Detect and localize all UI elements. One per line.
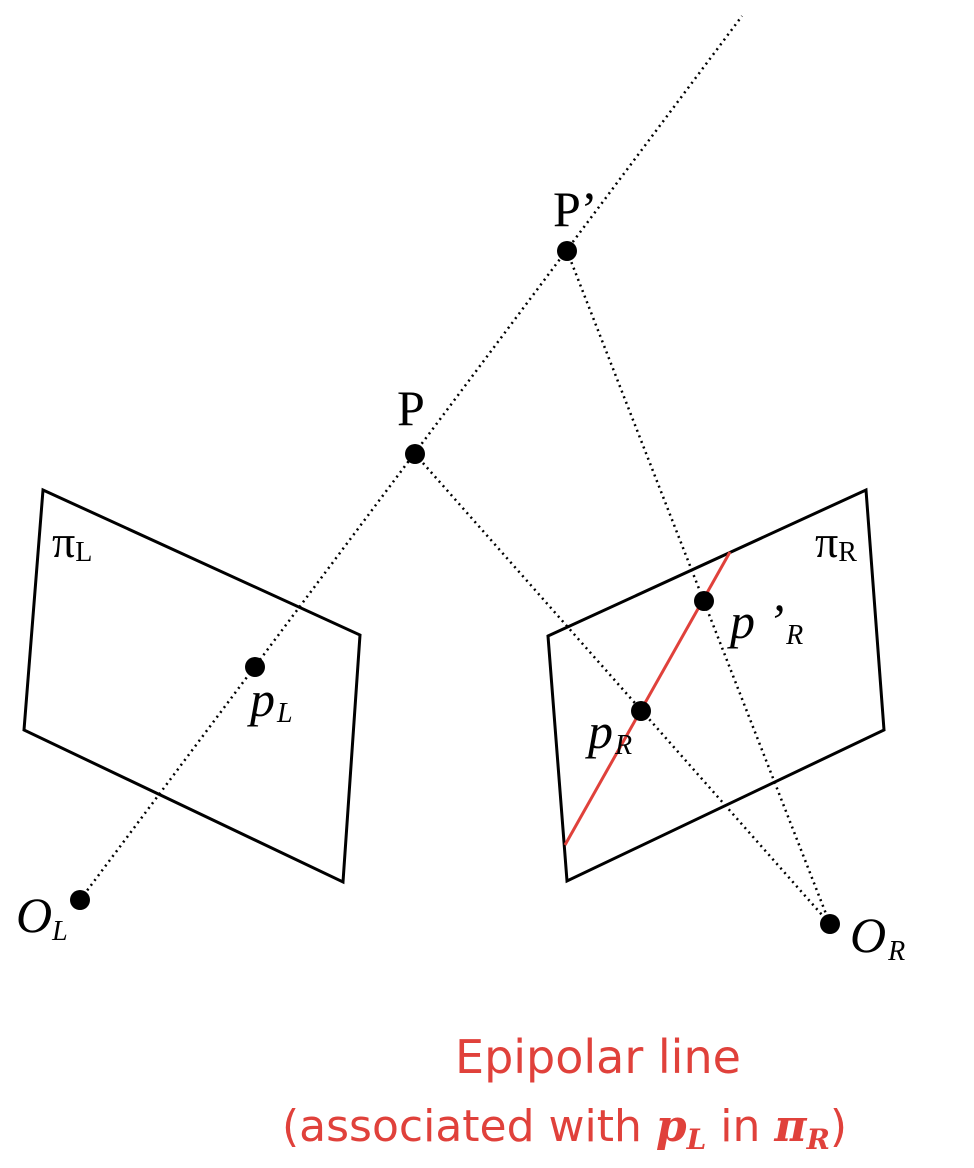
point-pR xyxy=(631,701,651,721)
label-plane-left-sub: L xyxy=(75,537,92,568)
label-p-prime-R: p ’R xyxy=(727,593,803,651)
label-P: P xyxy=(397,380,425,436)
caption-line2: (associated with pL in πR) xyxy=(282,1101,847,1156)
caption-middle: in xyxy=(706,1101,774,1152)
label-OR-base: O xyxy=(850,907,886,963)
label-plane-left-base: π xyxy=(52,516,75,567)
point-p-prime-R xyxy=(694,591,714,611)
label-plane-right-base: π xyxy=(815,516,838,567)
caption-pL-base: p xyxy=(656,1101,687,1152)
caption-line1: Epipolar line xyxy=(455,1030,741,1084)
point-pL xyxy=(245,657,265,677)
caption-piR-base: π xyxy=(773,1101,807,1152)
label-P-text: P xyxy=(397,380,425,436)
label-P-prime-text: P’ xyxy=(553,181,597,237)
points xyxy=(70,241,840,934)
point-P xyxy=(405,444,425,464)
label-plane-right-sub: R xyxy=(838,537,857,568)
label-p-prime-R-base: p ’ xyxy=(727,593,784,649)
label-pR-sub: R xyxy=(614,730,632,761)
point-OR xyxy=(820,914,840,934)
label-pR-base: p xyxy=(585,703,613,759)
left-image-plane xyxy=(22,487,362,885)
label-OL-base: O xyxy=(16,887,52,943)
label-P-prime: P’ xyxy=(553,181,597,237)
right-image-plane xyxy=(546,487,886,884)
point-OL xyxy=(70,890,90,910)
label-pL: pL xyxy=(247,671,293,729)
ray-P-to-OR xyxy=(414,453,831,925)
label-pL-sub: L xyxy=(276,698,293,729)
caption-piR-sub: R xyxy=(806,1123,830,1156)
caption-pL-sub: L xyxy=(686,1123,707,1156)
label-pR: pR xyxy=(585,703,632,761)
label-OR-sub: R xyxy=(887,936,905,967)
projection-rays xyxy=(78,15,832,925)
label-OL-sub: L xyxy=(51,916,68,947)
ray-Pprime-to-OR xyxy=(565,250,832,925)
point-P-prime xyxy=(557,241,577,261)
label-p-prime-R-sub: R xyxy=(785,620,803,651)
label-plane-right: πR xyxy=(815,516,857,568)
caption-prefix: (associated with xyxy=(282,1101,656,1152)
label-OR: OR xyxy=(850,907,905,967)
caption-suffix: ) xyxy=(830,1101,847,1152)
label-pL-base: p xyxy=(247,671,275,727)
label-plane-left: πL xyxy=(52,516,92,568)
label-OL: OL xyxy=(16,887,68,947)
